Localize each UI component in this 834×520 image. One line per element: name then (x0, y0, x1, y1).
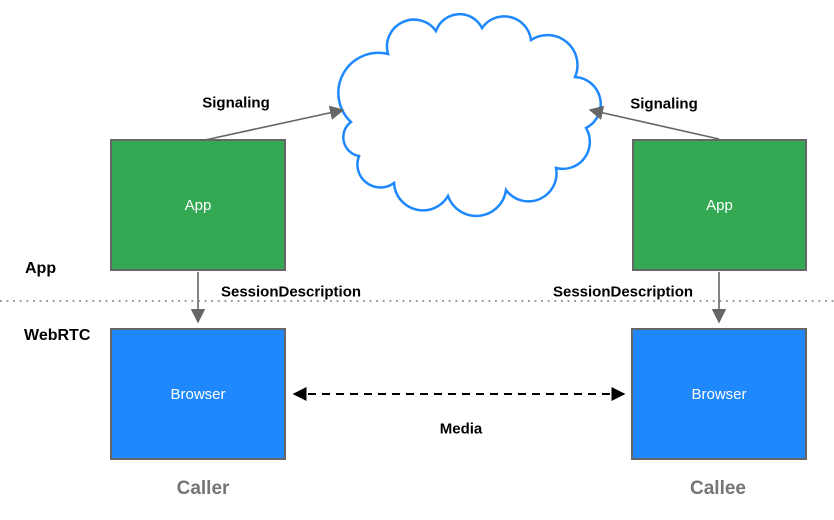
media-label: Media (439, 420, 483, 438)
signaling-arrow-left (204, 105, 345, 141)
callee-browser-node: Browser (631, 328, 807, 460)
callee-browser-label: Browser (691, 385, 747, 403)
caller-browser-node: Browser (110, 328, 286, 460)
signaling-arrow-right (588, 105, 720, 140)
cloud-icon (337, 12, 602, 218)
session-description-label-left: SessionDescription (220, 283, 362, 301)
caller-browser-label: Browser (170, 385, 226, 403)
role-label-callee: Callee (690, 478, 746, 499)
layer-label-app: App (25, 260, 57, 277)
role-label-caller: Caller (176, 478, 230, 499)
callee-app-label: App (706, 196, 733, 214)
caller-app-label: App (184, 196, 212, 214)
layer-label-webrtc: WebRTC (24, 327, 91, 344)
caller-app-node: App (110, 139, 286, 271)
signaling-label-left: Signaling (202, 94, 270, 112)
callee-app-node: App (632, 139, 807, 271)
session-description-label-right: SessionDescription (552, 283, 694, 301)
signaling-label-right: Signaling (630, 95, 698, 113)
